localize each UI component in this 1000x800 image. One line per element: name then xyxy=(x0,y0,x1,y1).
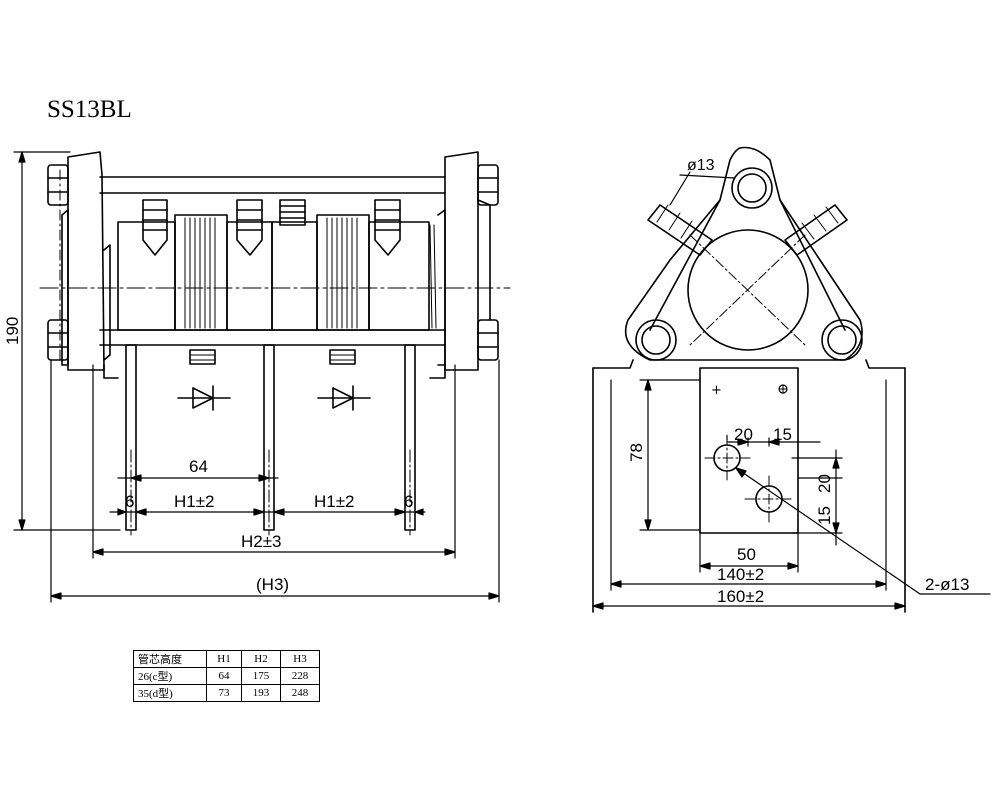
spec-cell: 248 xyxy=(280,684,320,702)
diode-symbol-2 xyxy=(317,385,371,411)
dim-15-top-label: 15 xyxy=(773,425,792,444)
spec-cell: 193 xyxy=(241,684,281,702)
cell-3 xyxy=(226,221,273,331)
front-view: 190 64 H1±2 H1±2 6 6 H2 xyxy=(3,151,511,603)
right-top-nut xyxy=(477,164,499,206)
mounting-plate xyxy=(699,367,799,534)
drawing-title: SS13BL xyxy=(47,96,132,123)
dim-140-label: 140±2 xyxy=(717,565,764,584)
spec-cell: 26(c型) xyxy=(133,667,207,685)
dim-15-right-label: 15 xyxy=(815,506,834,525)
dim-20-right-label: 20 xyxy=(815,474,834,493)
spec-table: 管芯高度 H1 H2 H3 26(c型) 64 175 228 35(d型) 7… xyxy=(133,650,320,702)
spring-terminals xyxy=(142,199,401,256)
dim-64-label: 64 xyxy=(189,457,208,476)
left-spring xyxy=(647,204,713,256)
dim-h1-right-label: H1±2 xyxy=(314,492,355,511)
dim-190-label: 190 xyxy=(3,317,22,345)
left-bottom-nut xyxy=(47,319,69,361)
dim-50-label: 50 xyxy=(737,545,756,564)
dim-phi13-label: ø13 xyxy=(687,157,715,174)
dim-h1-left-label: H1±2 xyxy=(174,492,215,511)
dim-holes-label: 2-ø13 xyxy=(925,575,969,594)
dim-160-label: 160±2 xyxy=(717,587,764,606)
dim-h2-label: H2±3 xyxy=(241,532,282,551)
cell-4 xyxy=(271,221,318,331)
spec-header-h3: H3 xyxy=(280,650,320,668)
right-end-plate xyxy=(444,151,479,371)
right-rod xyxy=(821,319,863,361)
left-end-plate xyxy=(67,151,105,371)
spec-header-h1: H1 xyxy=(206,650,242,668)
spec-header-core-height: 管芯高度 xyxy=(133,650,207,668)
left-top-nut xyxy=(47,164,69,206)
spec-cell: 228 xyxy=(280,667,320,685)
dim-6-right-label: 6 xyxy=(404,492,413,511)
dim-78-label: 78 xyxy=(627,443,646,462)
dim-6-left-label: 6 xyxy=(125,492,134,511)
top-rod xyxy=(731,167,773,209)
dim-h3-label: (H3) xyxy=(256,575,289,594)
diode-symbol-1 xyxy=(177,385,231,411)
right-spring xyxy=(784,204,848,256)
spec-cell: 73 xyxy=(206,684,242,702)
spec-cell: 175 xyxy=(241,667,281,685)
spec-header-h2: H2 xyxy=(241,650,281,668)
spec-cell: 35(d型) xyxy=(133,684,207,702)
triangular-frame xyxy=(624,146,863,361)
cell-2 xyxy=(174,214,228,331)
side-view: ø13 + 78 xyxy=(592,146,991,613)
dim-20-top-label: 20 xyxy=(734,425,753,444)
body-circle xyxy=(687,229,809,351)
cell-5 xyxy=(316,214,370,331)
cell-6 xyxy=(368,221,430,331)
table-row: 35(d型) 73 193 248 xyxy=(133,684,320,702)
spec-cell: 64 xyxy=(206,667,242,685)
table-row: 26(c型) 64 175 228 xyxy=(133,667,320,685)
left-rod xyxy=(635,319,677,361)
right-bottom-nut xyxy=(477,319,499,361)
spec-table-header-row: 管芯高度 H1 H2 H3 xyxy=(133,650,320,668)
svg-text:+: + xyxy=(711,383,722,398)
